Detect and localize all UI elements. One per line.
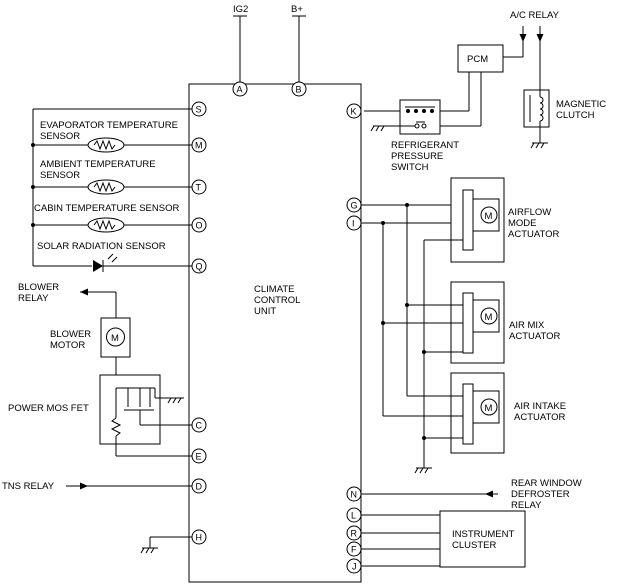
tns-relay-label: TNS RELAY bbox=[2, 481, 55, 492]
airflow-actuator-label-line3: ACTUATOR bbox=[508, 229, 560, 240]
rear-defroster-label-line2: DEFROSTER bbox=[511, 489, 570, 500]
pin-s: S bbox=[196, 105, 202, 115]
refrigerant-switch-label-line3: SWITCH bbox=[391, 162, 429, 173]
intake-actuator-label-line2: ACTUATOR bbox=[514, 412, 566, 423]
pin-b: B bbox=[296, 85, 302, 95]
ig2-label: IG2 bbox=[233, 4, 248, 15]
ambient-sensor-label-line2: SENSOR bbox=[40, 170, 80, 181]
evaporator-sensor-label-line1: EVAPORATOR TEMPERATURE bbox=[40, 120, 178, 131]
airmix-motor-icon bbox=[480, 307, 498, 325]
pin-k: K bbox=[351, 107, 357, 117]
pin-j: J bbox=[352, 562, 357, 572]
pressure-switch-icon bbox=[405, 106, 435, 129]
actuator-ground-icon bbox=[414, 467, 432, 474]
climate-control-unit-label-line3: UNIT bbox=[254, 306, 276, 317]
blower-motor-symbol: M bbox=[111, 333, 119, 344]
pin-i: I bbox=[352, 219, 355, 229]
pin-m: M bbox=[195, 141, 203, 151]
ambient-sensor-label-line1: AMBIENT TEMPERATURE bbox=[40, 159, 156, 170]
h-ground-icon bbox=[140, 547, 158, 554]
intake-motor-symbol: M bbox=[485, 403, 493, 414]
refrigerant-switch-label-line1: REFRIGERANT bbox=[391, 140, 459, 151]
refrigerant-switch-label-line2: PRESSURE bbox=[391, 151, 443, 162]
pin-f: F bbox=[351, 545, 357, 555]
airflow-motor-symbol: M bbox=[485, 211, 493, 222]
instrument-cluster-box bbox=[439, 510, 526, 568]
cabin-sensor-label: CABIN TEMPERATURE SENSOR bbox=[34, 203, 179, 214]
climate-control-unit-label-line2: CONTROL bbox=[254, 295, 300, 306]
photodiode-icon bbox=[93, 253, 118, 272]
pin-a: A bbox=[237, 85, 243, 95]
climate-control-unit-label-line1: CLIMATE bbox=[254, 284, 294, 295]
blower-motor-label-line1: BLOWER bbox=[50, 329, 91, 340]
pin-r: R bbox=[351, 529, 358, 539]
climate-control-unit-box bbox=[188, 83, 362, 583]
pin-c: C bbox=[196, 421, 203, 431]
clutch-coil-icon bbox=[539, 96, 544, 122]
blower-motor-icon bbox=[106, 327, 125, 347]
pin-o: O bbox=[196, 221, 203, 231]
pcm-label: PCM bbox=[467, 54, 488, 65]
blower-motor-label-line2: MOTOR bbox=[50, 340, 85, 351]
mosfet-ground-icon bbox=[167, 397, 184, 404]
intake-motor-icon bbox=[480, 398, 498, 416]
clutch-ground-icon bbox=[530, 142, 548, 149]
intake-actuator-label-line1: AIR INTAKE bbox=[514, 401, 566, 412]
solar-sensor-label: SOLAR RADIATION SENSOR bbox=[37, 241, 166, 252]
airmix-actuator-label-line1: AIR MIX bbox=[509, 320, 545, 331]
blower-relay-label-line2: RELAY bbox=[18, 293, 49, 304]
airmix-motor-symbol: M bbox=[485, 312, 493, 323]
rear-defroster-label-line3: RELAY bbox=[511, 500, 542, 511]
magnetic-clutch-label-line1: MAGNETIC bbox=[556, 99, 606, 110]
airmix-actuator-label-line2: ACTUATOR bbox=[509, 331, 561, 342]
pin-e: E bbox=[196, 452, 202, 462]
pin-q: Q bbox=[196, 262, 203, 272]
evaporator-sensor-label-line2: SENSOR bbox=[40, 131, 80, 142]
magnetic-clutch-box bbox=[523, 89, 550, 128]
pin-n: N bbox=[351, 490, 358, 500]
pcm-box bbox=[457, 44, 504, 73]
instrument-cluster-label-line1: INSTRUMENT bbox=[452, 529, 514, 540]
pin-h: H bbox=[196, 533, 203, 543]
b-plus-label: B+ bbox=[291, 4, 303, 15]
pin-t: T bbox=[196, 183, 202, 193]
airflow-motor-icon bbox=[480, 206, 498, 224]
pin-l: L bbox=[351, 511, 356, 521]
instrument-cluster-label-line2: CLUSTER bbox=[452, 540, 496, 551]
pin-d: D bbox=[196, 482, 203, 492]
power-mosfet-label: POWER MOS FET bbox=[8, 403, 89, 414]
switch-ground-icon bbox=[370, 125, 387, 132]
pin-g: G bbox=[351, 201, 358, 211]
rear-defroster-label-line1: REAR WINDOW bbox=[511, 478, 582, 489]
blower-relay-label-line1: BLOWER bbox=[18, 282, 59, 293]
mosfet-symbol-icon bbox=[110, 387, 192, 457]
airflow-actuator-label-line2: MODE bbox=[508, 218, 537, 229]
ac-relay-label: A/C RELAY bbox=[510, 10, 560, 21]
airflow-actuator-label-line1: AIRFLOW bbox=[508, 207, 551, 218]
magnetic-clutch-label-line2: CLUTCH bbox=[556, 110, 595, 121]
refrigerant-switch-box bbox=[399, 99, 441, 135]
